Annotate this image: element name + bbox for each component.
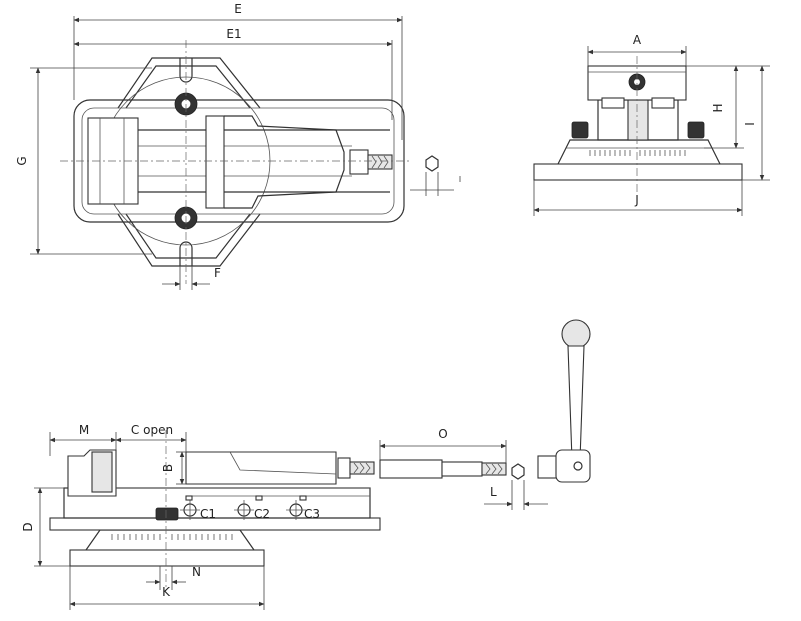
label-O: O (438, 427, 447, 441)
label-J: J (634, 193, 639, 207)
label-F: F (214, 266, 221, 280)
label-H: H (711, 103, 725, 112)
label-K: K (162, 585, 171, 599)
label-N: N (192, 565, 201, 579)
label-C2: C2 (254, 507, 270, 521)
label-B: B (161, 464, 175, 472)
side-view-dimensions (34, 432, 548, 610)
label-C3: C3 (304, 507, 320, 521)
label-C-open: C open (131, 423, 173, 437)
top-view-dimensions (30, 16, 403, 290)
label-E: E (234, 2, 242, 16)
label-I: I (743, 122, 757, 126)
front-view (533, 56, 743, 196)
label-D: D (21, 522, 35, 531)
label-C1: C1 (200, 507, 216, 521)
top-view (60, 40, 461, 284)
label-G: G (15, 156, 29, 165)
label-M: M (79, 423, 89, 437)
label-E1: E1 (226, 27, 241, 41)
label-L: L (490, 485, 497, 499)
side-view (49, 430, 381, 590)
front-view-dimensions (533, 46, 770, 216)
label-A: A (633, 33, 642, 47)
handle-assembly (379, 319, 591, 483)
